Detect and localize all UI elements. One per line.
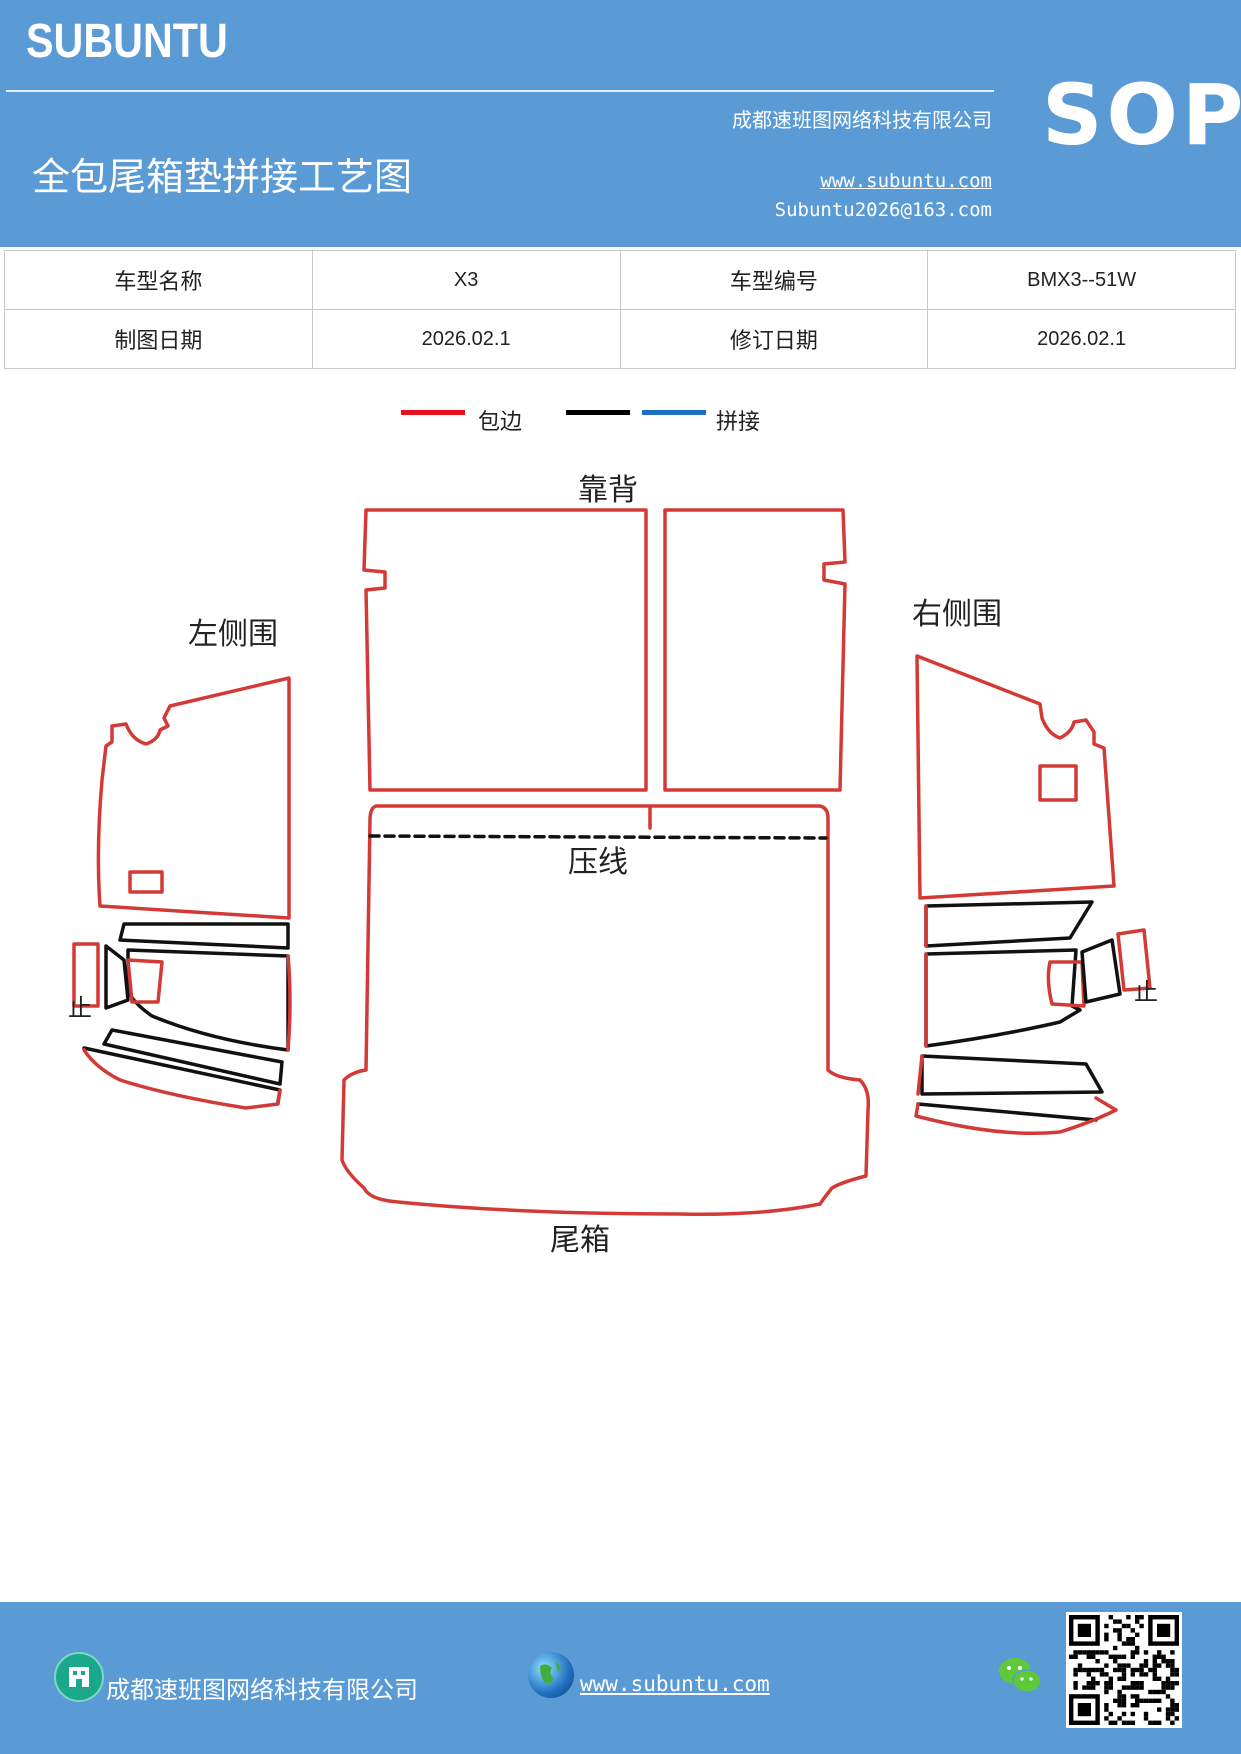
label-revision-date: 修订日期 <box>619 309 929 369</box>
right-strip-3-edge <box>916 1054 924 1096</box>
sop-badge: SOP <box>1042 66 1241 164</box>
left-tab-black <box>104 944 130 1010</box>
backrest-left-panel <box>362 508 648 792</box>
right-side-window <box>1038 764 1078 802</box>
right-strip-4 <box>916 1102 1098 1122</box>
header-banner: SUBUNTU SOP 成都速班图网络科技有限公司 全包尾箱垫拼接工艺图 www… <box>0 0 1241 247</box>
wechat-icon[interactable] <box>996 1654 1044 1698</box>
right-tab-black <box>1080 938 1122 1004</box>
legend-swatch-edge <box>401 410 465 415</box>
left-tab-red <box>126 958 164 1004</box>
header-email: Subuntu2026@163.com <box>774 199 992 221</box>
globe-icon <box>528 1652 574 1698</box>
label-left-side: 左侧围 <box>188 617 278 652</box>
right-tab-red <box>1046 960 1086 1008</box>
label-model-code: 车型编号 <box>619 250 929 310</box>
table-row: 制图日期 2026.02.1 修订日期 2026.02.1 <box>4 309 1236 369</box>
left-strip-2 <box>126 948 290 1052</box>
left-side-main <box>96 676 291 920</box>
label-model-name: 车型名称 <box>4 250 313 310</box>
right-strip-4-edge <box>914 1096 1118 1136</box>
table-row: 车型名称 X3 车型编号 BMX3--51W <box>4 250 1236 310</box>
left-tab-outer <box>72 942 100 1008</box>
left-strip-2-edge <box>286 954 292 1052</box>
backrest-right-panel <box>663 508 847 792</box>
value-revision-date: 2026.02.1 <box>927 309 1236 369</box>
footer-banner: 成都速班图网络科技有限公司 www.subuntu.com <box>0 1602 1241 1754</box>
value-draw-date: 2026.02.1 <box>311 309 621 369</box>
right-tab-outer <box>1116 928 1152 992</box>
press-line <box>368 834 828 840</box>
page-title: 全包尾箱垫拼接工艺图 <box>32 155 413 199</box>
trunk-floor-panel <box>340 804 871 1217</box>
left-strip-1 <box>118 922 290 950</box>
right-strip-1 <box>924 900 1094 948</box>
label-right-stop: 止 <box>1134 978 1158 1006</box>
right-side-main <box>915 654 1116 900</box>
label-press-line: 压线 <box>568 845 628 880</box>
legend-swatch-black <box>566 410 630 415</box>
header-divider <box>6 90 994 92</box>
left-strip-3 <box>102 1028 284 1086</box>
label-trunk: 尾箱 <box>550 1223 610 1258</box>
label-right-side: 右侧围 <box>912 597 1002 632</box>
legend-swatch-seam <box>642 410 706 415</box>
value-model-code: BMX3--51W <box>927 250 1236 310</box>
brand-logo: SUBUNTU <box>26 15 228 68</box>
label-left-stop: 止 <box>68 994 92 1022</box>
legend-label-seam: 拼接 <box>716 410 761 435</box>
qr-code <box>1066 1612 1182 1728</box>
left-side-window <box>128 870 164 894</box>
footer-website-link[interactable]: www.subuntu.com <box>580 1672 770 1696</box>
label-draw-date: 制图日期 <box>4 309 313 369</box>
building-icon <box>54 1652 104 1702</box>
vehicle-info-table: 车型名称 X3 车型编号 BMX3--51W 制图日期 2026.02.1 修订… <box>4 250 1236 369</box>
trunk-mat-diagram: 靠背 左侧围 右侧围 压线 尾箱 止 止 <box>68 473 1158 1258</box>
right-strip-3 <box>920 1054 1104 1096</box>
left-strip-4-edge <box>82 1048 282 1110</box>
label-backrest: 靠背 <box>578 473 638 508</box>
legend-label-edge: 包边 <box>478 410 523 435</box>
footer-company: 成都速班图网络科技有限公司 <box>106 1676 418 1704</box>
header-company: 成都速班图网络科技有限公司 <box>732 108 992 132</box>
header-website-link[interactable]: www.subuntu.com <box>820 170 992 192</box>
right-strip-2 <box>924 948 1082 1048</box>
legend: 包边 拼接 <box>0 400 1241 440</box>
value-model-name: X3 <box>311 250 621 310</box>
